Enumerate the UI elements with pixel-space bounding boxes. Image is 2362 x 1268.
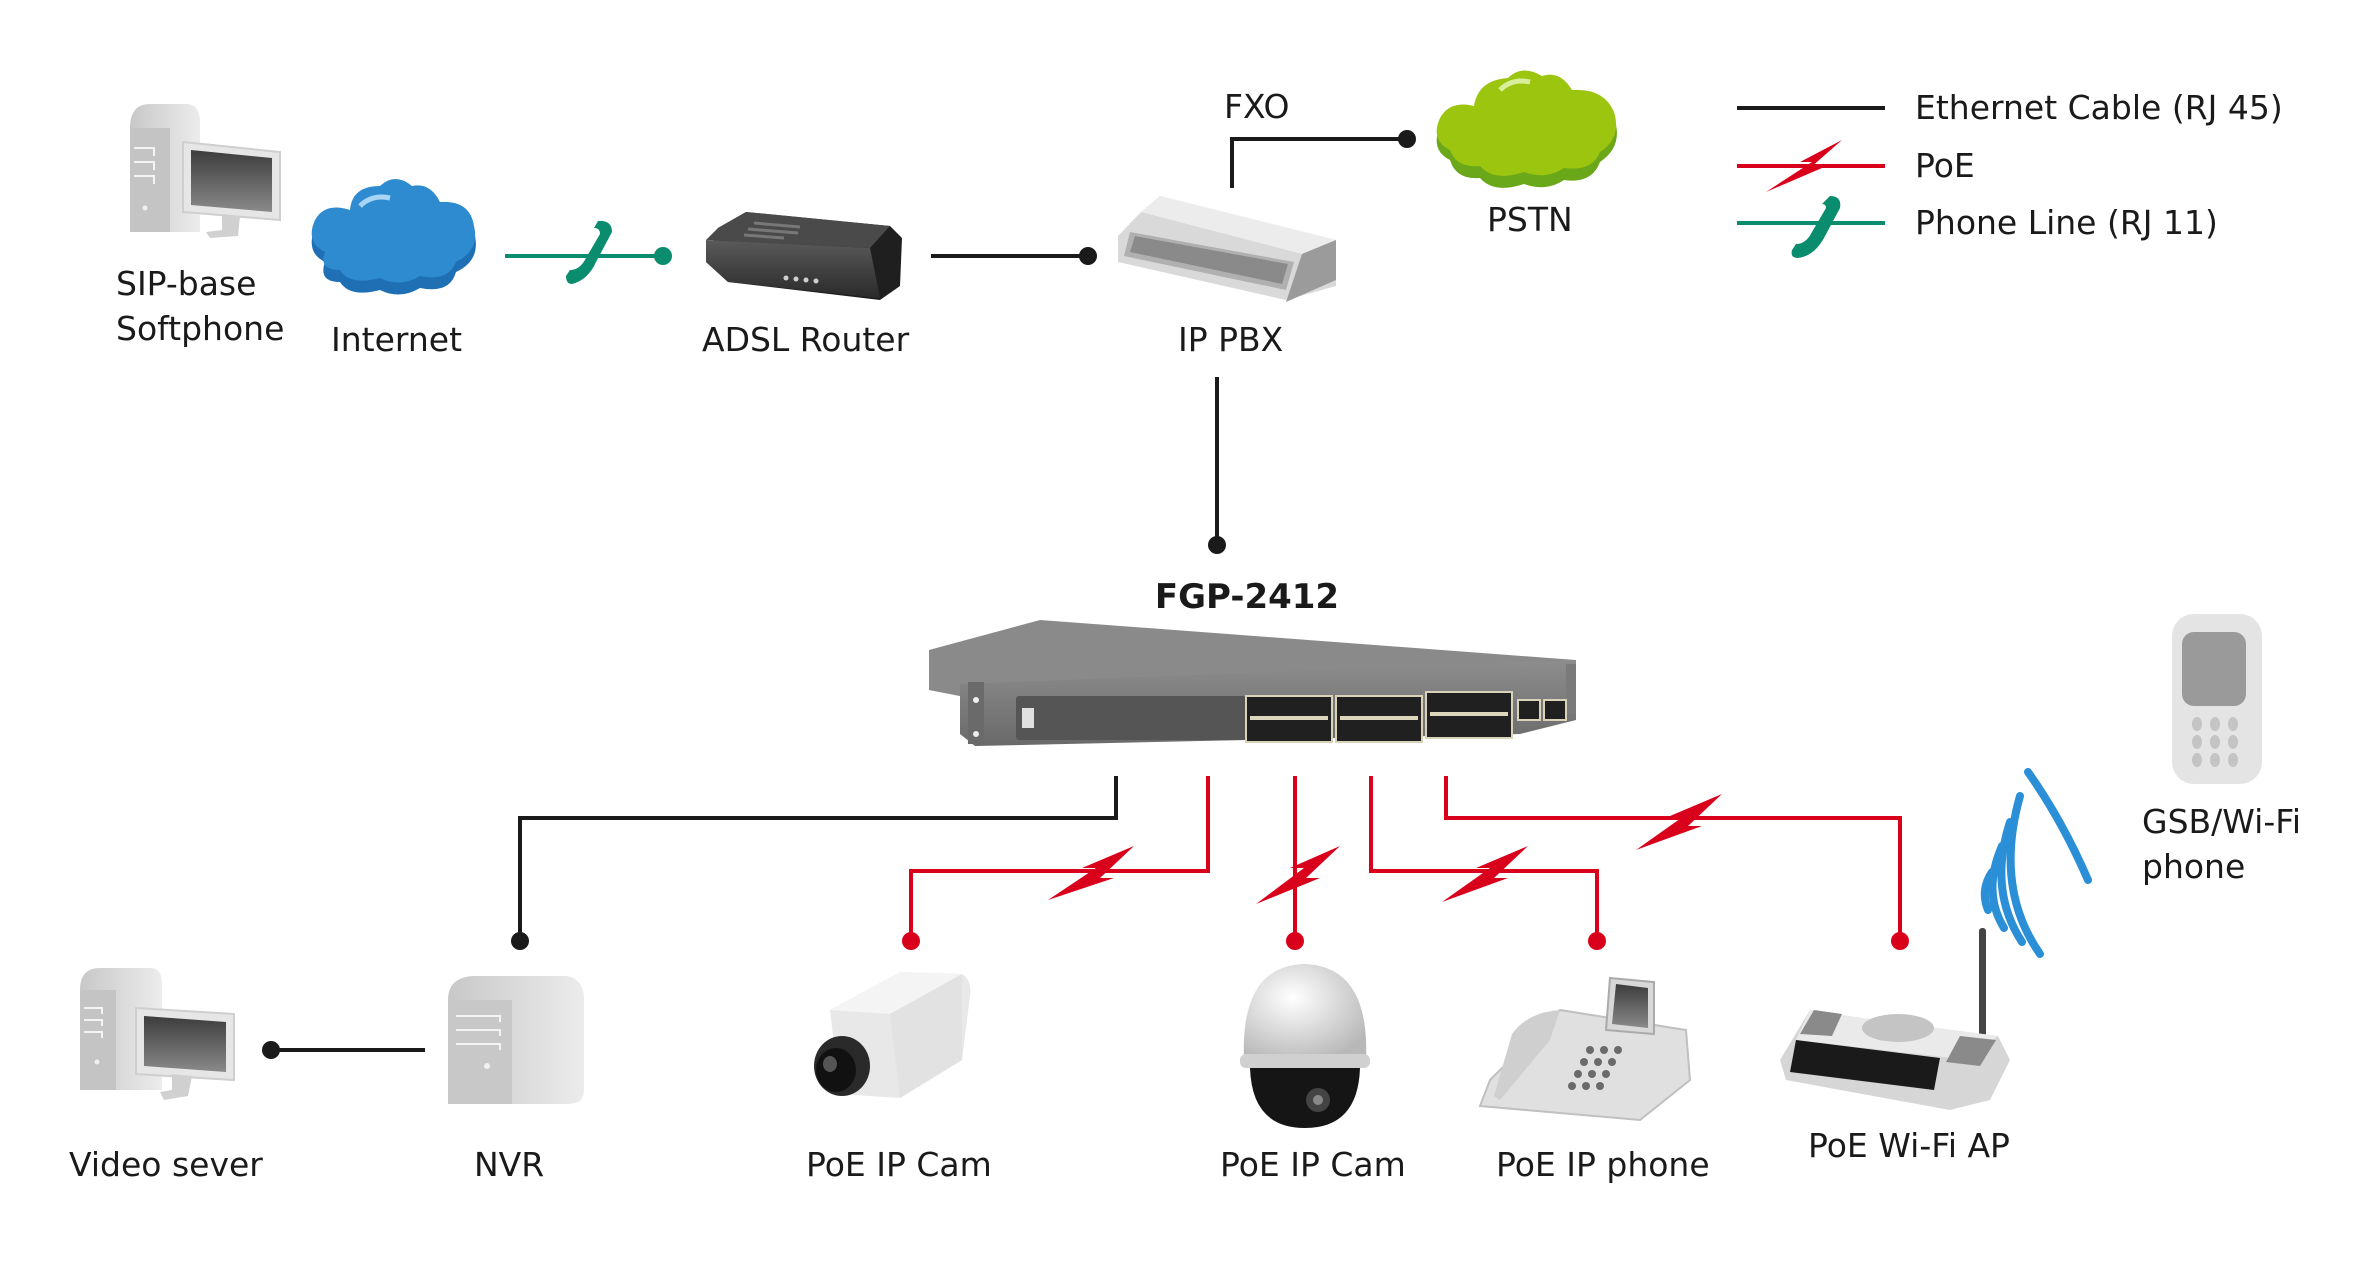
legend-item-ethernet: Ethernet Cable (RJ 45) xyxy=(1737,88,2283,127)
video-server-computer-icon xyxy=(80,968,235,1100)
poe-connector-switch-ipcam-dome xyxy=(1256,776,1340,950)
dome-ip-camera-icon xyxy=(1240,964,1370,1128)
nvr-tower-icon xyxy=(448,976,584,1104)
internet-cloud-icon xyxy=(311,179,476,295)
poe-connector-switch-ipphone xyxy=(1369,776,1606,950)
legend-item-phone-line: Phone Line (RJ 11) xyxy=(1737,196,2218,258)
ethernet-connector-nvr-video-server xyxy=(262,1041,425,1059)
phone-handset-icon xyxy=(1791,196,1841,258)
poe-connector-switch-wifi-ap xyxy=(1444,776,1909,950)
lightning-bolt-icon xyxy=(1048,846,1134,900)
pstn-label: PSTN xyxy=(1487,200,1573,239)
fgp-2412-switch-icon xyxy=(929,620,1576,746)
ip-phone-icon xyxy=(1478,976,1692,1122)
ip-pbx-label: IP PBX xyxy=(1178,320,1283,359)
legend-label-poe: PoE xyxy=(1915,146,1975,185)
adsl-router-label: ADSL Router xyxy=(702,320,910,359)
legend-label-ethernet: Ethernet Cable (RJ 45) xyxy=(1915,88,2283,127)
video-server-label: Video sever xyxy=(69,1145,263,1184)
pstn-cloud-icon xyxy=(1436,70,1617,188)
softphone-label-1: SIP-base xyxy=(116,264,256,303)
ip-phone-label: PoE IP phone xyxy=(1496,1145,1710,1184)
mobile-label-2: phone xyxy=(2142,847,2245,886)
legend-label-phone-line: Phone Line (RJ 11) xyxy=(1915,203,2218,242)
lightning-bolt-icon xyxy=(1256,846,1340,904)
ip-cam-dome-label: PoE IP Cam xyxy=(1220,1145,1406,1184)
fxo-label: FXO xyxy=(1224,87,1289,126)
nvr-label: NVR xyxy=(474,1145,544,1184)
phone-line-connector xyxy=(505,220,672,284)
mobile-label-1: GSB/Wi-Fi xyxy=(2142,802,2301,841)
wifi-ap-label: PoE Wi-Fi AP xyxy=(1808,1126,2010,1165)
softphone-computer-icon xyxy=(130,104,281,238)
ethernet-connector-pbx-switch xyxy=(1208,377,1226,554)
lightning-bolt-icon xyxy=(1442,846,1528,902)
poe-connector-switch-ipcam-box xyxy=(902,776,1210,950)
lightning-bolt-icon xyxy=(1636,794,1722,850)
phone-handset-icon xyxy=(566,220,612,284)
switch-title: FGP-2412 xyxy=(1155,577,1339,617)
ethernet-connector-pbx-pstn xyxy=(1230,130,1416,188)
ip-pbx-icon xyxy=(1118,196,1336,302)
legend: Ethernet Cable (RJ 45) PoE Phone Line (R… xyxy=(1737,88,2283,258)
ip-cam-box-label: PoE IP Cam xyxy=(806,1145,992,1184)
switch-logo xyxy=(1022,708,1034,728)
ethernet-connector-switch-nvr xyxy=(511,776,1118,950)
internet-label: Internet xyxy=(331,320,462,359)
softphone-label-2: Softphone xyxy=(116,309,284,348)
ethernet-connector-adsl-pbx xyxy=(931,247,1097,265)
wifi-access-point-icon xyxy=(1780,928,2010,1110)
mobile-phone-icon xyxy=(2172,614,2262,784)
box-ip-camera-icon xyxy=(814,972,971,1098)
adsl-router-icon xyxy=(706,212,902,300)
lightning-bolt-icon xyxy=(1766,140,1842,192)
wifi-signal-icon xyxy=(1980,768,2092,958)
legend-item-poe: PoE xyxy=(1737,140,1975,192)
